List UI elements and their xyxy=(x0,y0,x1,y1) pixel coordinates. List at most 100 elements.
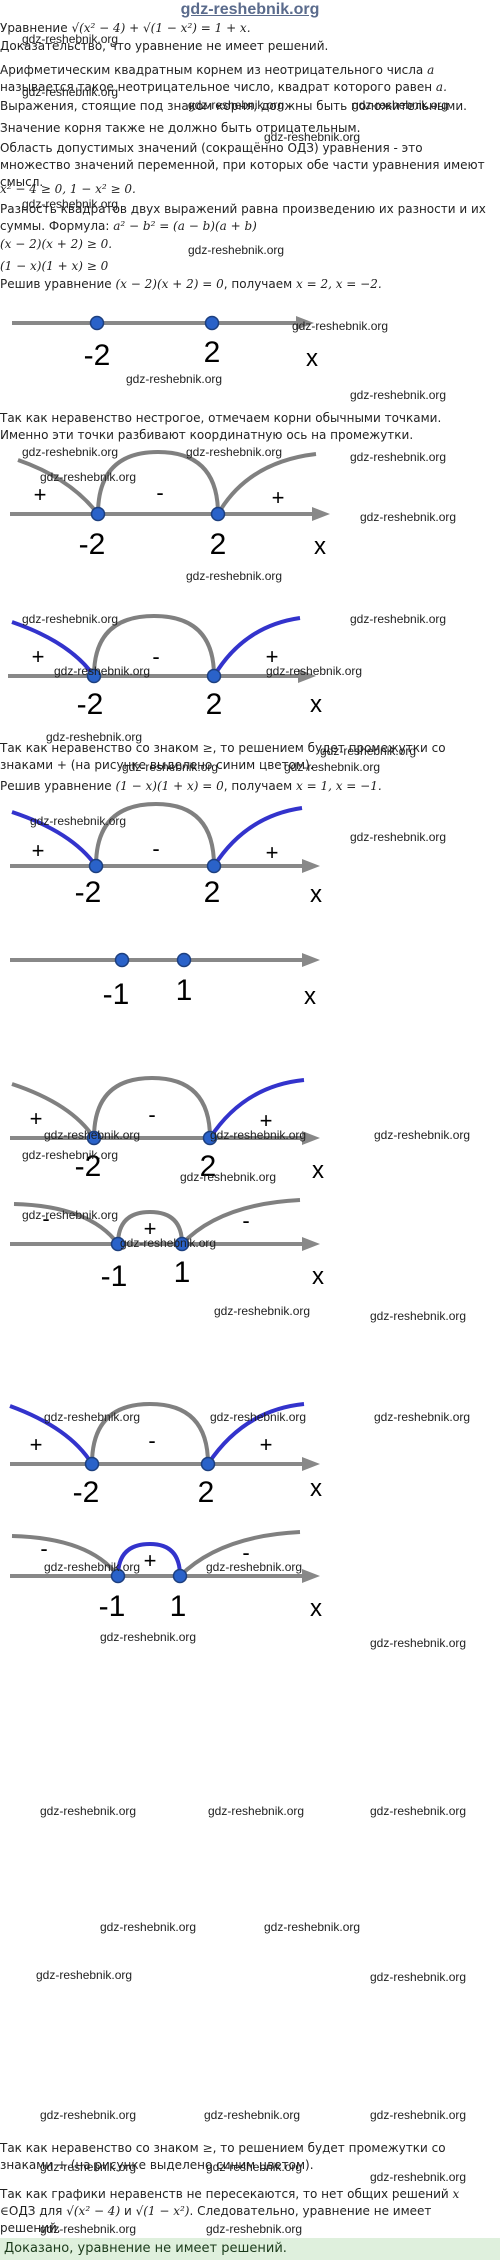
point-2 xyxy=(202,1130,218,1146)
watermark: gdz-reshebnik.org xyxy=(320,744,417,758)
watermark: gdz-reshebnik.org xyxy=(188,98,285,112)
point-minus-1 xyxy=(110,1236,126,1252)
sign-plus-left: + xyxy=(32,838,45,863)
inequality-1: (x − 2)(x + 2) ≥ 0. xyxy=(0,237,113,251)
point-minus-2 xyxy=(88,858,104,874)
watermark: gdz-reshebnik.org xyxy=(370,2108,467,2122)
number-line-7: + - + -2 2 x - + - -1 1 x xyxy=(0,1400,500,1632)
odz-definition: Область допустимых значений (сокращённо … xyxy=(0,141,485,189)
sign-plus-middle: + xyxy=(144,1216,157,1241)
arc-left xyxy=(11,1534,120,1578)
watermark: gdz-reshebnik.org xyxy=(360,510,457,524)
point-2 xyxy=(206,668,222,684)
watermark: gdz-reshebnik.org xyxy=(210,1128,307,1142)
watermark: gdz-reshebnik.org xyxy=(350,388,447,402)
arc-right-solution xyxy=(206,1402,305,1466)
arc-middle xyxy=(90,1401,210,1465)
arc-middle xyxy=(96,450,220,515)
label-minus-1: -1 xyxy=(99,1590,126,1623)
proof-heading: Доказательство, что уравнение не имеет р… xyxy=(0,39,329,53)
number-line-2: + - + -2 2 x xyxy=(0,450,500,570)
point-2 xyxy=(210,506,226,522)
arc-right xyxy=(180,1198,301,1246)
watermark: gdz-reshebnik.org xyxy=(206,2222,303,2236)
watermark: gdz-reshebnik.org xyxy=(40,2222,137,2236)
point-minus-1 xyxy=(114,952,130,968)
arc-left xyxy=(11,1082,96,1140)
sign-minus-left: - xyxy=(42,1206,49,1231)
positive-rule: Выражения, стоящие под знаком корня, дол… xyxy=(0,99,467,113)
arc-right-solution xyxy=(212,616,301,678)
arc-middle-solution xyxy=(116,1541,182,1577)
difference-of-squares: Разность квадратов двух выражений равна … xyxy=(0,202,486,233)
watermark: gdz-reshebnik.org xyxy=(100,1920,197,1934)
label-x: x xyxy=(312,1263,324,1290)
label-1: 1 xyxy=(176,974,193,1007)
point-1 xyxy=(174,1236,190,1252)
label-2: 2 xyxy=(198,1476,215,1509)
label-2: 2 xyxy=(200,1150,217,1183)
watermark: gdz-reshebnik.org xyxy=(292,319,389,333)
sign-plus-left: + xyxy=(30,1432,43,1457)
arc-left-solution xyxy=(11,810,98,868)
watermark: gdz-reshebnik.org xyxy=(350,612,447,626)
watermark: gdz-reshebnik.org xyxy=(374,1410,471,1424)
arith-root-def: Арифметическим квадратным корнем из неот… xyxy=(0,63,447,94)
label-minus-1: -1 xyxy=(101,1260,128,1293)
watermark: gdz-reshebnik.org xyxy=(266,664,363,678)
point-2 xyxy=(204,315,220,331)
arc-right-solution xyxy=(208,1078,305,1140)
sign-minus-middle: - xyxy=(152,836,159,861)
watermark: gdz-reshebnik.org xyxy=(374,1128,471,1142)
watermark: gdz-reshebnik.org xyxy=(22,1148,119,1162)
label-minus-2: -2 xyxy=(75,876,102,906)
point-minus-2 xyxy=(86,1130,102,1146)
watermark: gdz-reshebnik.org xyxy=(206,2160,303,2174)
watermark: gdz-reshebnik.org xyxy=(208,1804,305,1818)
sign-plus-left: + xyxy=(34,482,47,507)
label-2: 2 xyxy=(204,876,221,906)
sign-plus-middle: + xyxy=(144,1548,157,1573)
watermark: gdz-reshebnik.org xyxy=(214,1304,311,1318)
watermark: gdz-reshebnik.org xyxy=(370,2170,467,2184)
arc-left xyxy=(17,458,100,516)
sign-plus-right: + xyxy=(260,1108,273,1133)
site-logo[interactable]: gdz-reshebnik.org xyxy=(180,1,320,18)
watermark: gdz-reshebnik.org xyxy=(36,1968,133,1982)
watermark: gdz-reshebnik.org xyxy=(44,1560,141,1574)
watermark: gdz-reshebnik.org xyxy=(188,243,285,257)
axis-arrow xyxy=(302,1569,320,1583)
watermark: gdz-reshebnik.org xyxy=(370,1804,467,1818)
watermark: gdz-reshebnik.org xyxy=(284,760,381,774)
arc-right xyxy=(216,452,317,516)
watermark: gdz-reshebnik.org xyxy=(54,664,151,678)
arc-left xyxy=(13,1202,120,1246)
arc-right xyxy=(178,1530,301,1578)
watermark: gdz-reshebnik.org xyxy=(122,760,219,774)
watermark: gdz-reshebnik.org xyxy=(206,1560,303,1574)
sign-plus-right: + xyxy=(260,1432,273,1457)
point-2 xyxy=(200,1456,216,1472)
watermark: gdz-reshebnik.org xyxy=(22,85,119,99)
watermark: gdz-reshebnik.org xyxy=(370,1309,467,1323)
arc-middle xyxy=(94,801,216,867)
arc-middle xyxy=(116,1209,184,1245)
watermark: gdz-reshebnik.org xyxy=(40,2108,137,2122)
watermark: gdz-reshebnik.org xyxy=(30,814,127,828)
watermark: gdz-reshebnik.org xyxy=(46,730,143,744)
inequality-2: (1 − x)(1 + x) ≥ 0 xyxy=(0,259,109,273)
no-common-solutions: Так как графики неравенств не пересекают… xyxy=(0,2187,460,2235)
point-minus-2 xyxy=(84,1456,100,1472)
axis-arrow xyxy=(302,1237,320,1251)
arc-middle xyxy=(92,1076,212,1139)
number-line-6: + - + -2 2 x - + - -1 1 x xyxy=(0,1076,500,1308)
watermark: gdz-reshebnik.org xyxy=(22,32,119,46)
lower-line: - + - -1 1 x xyxy=(10,1198,324,1293)
watermark: gdz-reshebnik.org xyxy=(180,1170,277,1184)
watermark: gdz-reshebnik.org xyxy=(22,445,119,459)
sign-minus-middle: - xyxy=(148,1102,155,1127)
axis-arrow xyxy=(312,507,330,521)
label-minus-2: -2 xyxy=(73,1476,100,1509)
sign-minus-middle: - xyxy=(148,1428,155,1453)
label-x: x xyxy=(304,983,316,1010)
